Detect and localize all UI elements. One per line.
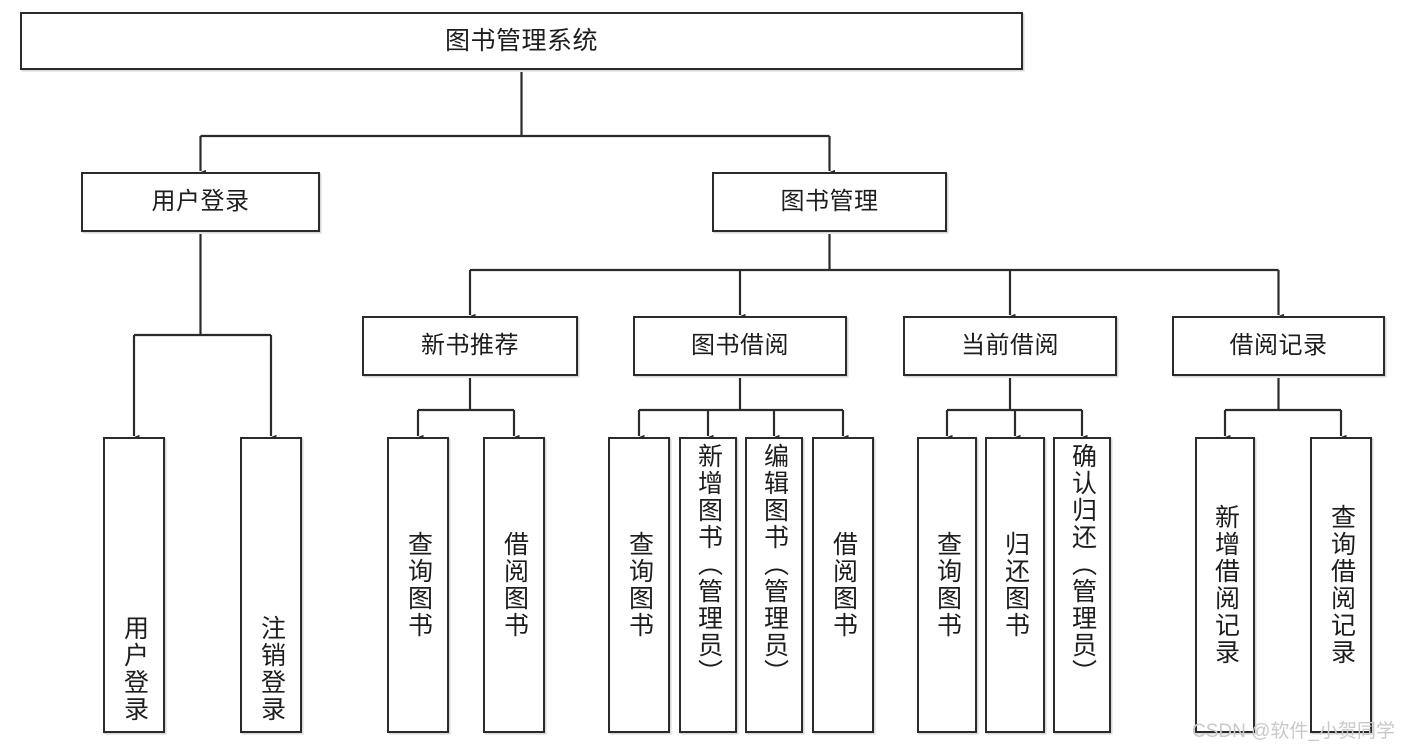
node-label: 查询借阅记录 — [1327, 504, 1356, 666]
node-label: 当前借阅 — [961, 331, 1059, 359]
node-leaf-cur-query[interactable]: 查询图书 — [917, 437, 977, 733]
node-leaf-rec-search[interactable]: 查询借阅记录 — [1310, 437, 1372, 733]
node-label: 用户登录 — [120, 615, 149, 723]
node-label: 借阅图书 — [500, 531, 529, 639]
node-leaf-rec-query[interactable]: 查询图书 — [387, 437, 449, 733]
node-label: 确认归还（管理员） — [1068, 443, 1097, 686]
node-user-login[interactable]: 用户登录 — [81, 172, 320, 232]
node-label: 图书管理系统 — [444, 27, 598, 55]
node-label: 查询图书 — [404, 531, 433, 639]
node-leaf-bor-query[interactable]: 查询图书 — [608, 437, 670, 733]
node-leaf-cur-confirm[interactable]: 确认归还（管理员） — [1053, 437, 1111, 733]
node-label: 注销登录 — [257, 615, 286, 723]
node-leaf-bor-add[interactable]: 新增图书（管理员） — [679, 437, 737, 733]
node-label: 新增借阅记录 — [1211, 504, 1240, 666]
node-label: 图书借阅 — [691, 331, 789, 359]
node-root[interactable]: 图书管理系统 — [20, 12, 1023, 70]
node-borrow-record[interactable]: 借阅记录 — [1172, 316, 1385, 376]
node-leaf-bor-edit[interactable]: 编辑图书（管理员） — [745, 437, 803, 733]
node-label: 新书推荐 — [421, 331, 519, 359]
node-leaf-rec-add[interactable]: 新增借阅记录 — [1195, 437, 1255, 733]
node-label: 新增图书（管理员） — [694, 443, 723, 686]
node-leaf-user-logout[interactable]: 注销登录 — [240, 437, 302, 733]
node-label: 用户登录 — [151, 187, 250, 215]
node-book-borrow[interactable]: 图书借阅 — [633, 316, 847, 376]
edges — [128, 70, 1347, 444]
node-leaf-cur-return[interactable]: 归还图书 — [985, 437, 1045, 733]
node-leaf-bor-lend[interactable]: 借阅图书 — [812, 437, 874, 733]
node-label: 图书管理 — [780, 187, 879, 215]
node-label: 借阅记录 — [1229, 331, 1328, 359]
watermark-text: CSDN @软件_小贺同学 — [1192, 721, 1395, 742]
node-book-manage[interactable]: 图书管理 — [712, 172, 947, 232]
node-label: 查询图书 — [625, 531, 654, 639]
node-label: 归还图书 — [1001, 531, 1030, 639]
node-current-borrow[interactable]: 当前借阅 — [903, 316, 1117, 376]
node-label: 编辑图书（管理员） — [760, 443, 789, 686]
node-leaf-rec-borrow[interactable]: 借阅图书 — [483, 437, 545, 733]
node-leaf-user-login[interactable]: 用户登录 — [103, 437, 165, 733]
node-label: 查询图书 — [933, 531, 962, 639]
node-label: 借阅图书 — [829, 531, 858, 639]
node-new-book-rec[interactable]: 新书推荐 — [362, 316, 578, 376]
